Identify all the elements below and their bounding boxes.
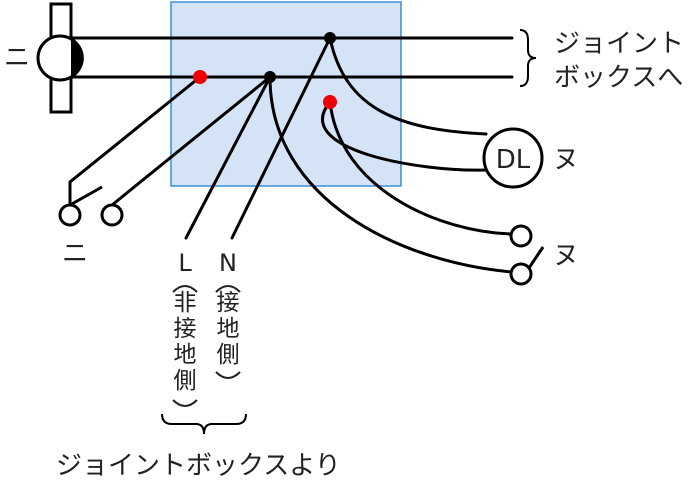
switch-right-icon [509, 224, 545, 286]
wire-L-sub-char: 側 [174, 368, 197, 394]
right-brace [519, 29, 537, 87]
wire-N-sub-char: 地 [217, 316, 240, 342]
wire-switch-right-a [328, 100, 514, 236]
wire-L-sub-char: 接 [174, 316, 197, 342]
paren-N-top [215, 285, 241, 293]
outlet-to-box-line1: ジョイント [554, 29, 684, 59]
junction-top [324, 32, 336, 44]
switch-right-label: ヌ [553, 241, 579, 271]
downlight-icon [482, 127, 544, 189]
wire-L [184, 75, 272, 240]
wire-N-sub-char: 側 [217, 342, 240, 368]
switch-left-icon [58, 183, 124, 227]
wire-N-sublabel: 接地側 [217, 290, 240, 368]
outlet-to-box-line2: ボックスへ [554, 63, 683, 93]
dl-fixture-label: DL [496, 145, 531, 175]
terminal-red-right [323, 95, 337, 109]
switch-left-label: ニ [62, 239, 88, 269]
junction-mid [264, 71, 276, 83]
wire-switch-right-b [268, 75, 514, 274]
junction-box [170, 1, 402, 187]
wire-N-label: N [219, 249, 237, 277]
wire-L-sub-char: 地 [174, 342, 197, 368]
bottom-brace [161, 413, 247, 435]
from-box-label: ジョイントボックスより [56, 451, 341, 481]
wire-N-sub-char: 接 [217, 290, 240, 316]
paren-L-bottom [172, 399, 198, 407]
wire-L-label: L [178, 249, 192, 277]
terminal-red-left [193, 70, 207, 84]
wire-dl-b [321, 100, 488, 172]
receptacle-icon [36, 2, 84, 114]
dl-label: ヌ [553, 145, 579, 175]
paren-N-bottom [215, 371, 241, 379]
paren-L-top [172, 285, 198, 293]
wire-switch-left-b [110, 75, 272, 207]
wire-L-sub-char: 非 [174, 290, 197, 316]
wire-dl-a [328, 36, 488, 136]
outlet-label: ニ [4, 43, 30, 73]
